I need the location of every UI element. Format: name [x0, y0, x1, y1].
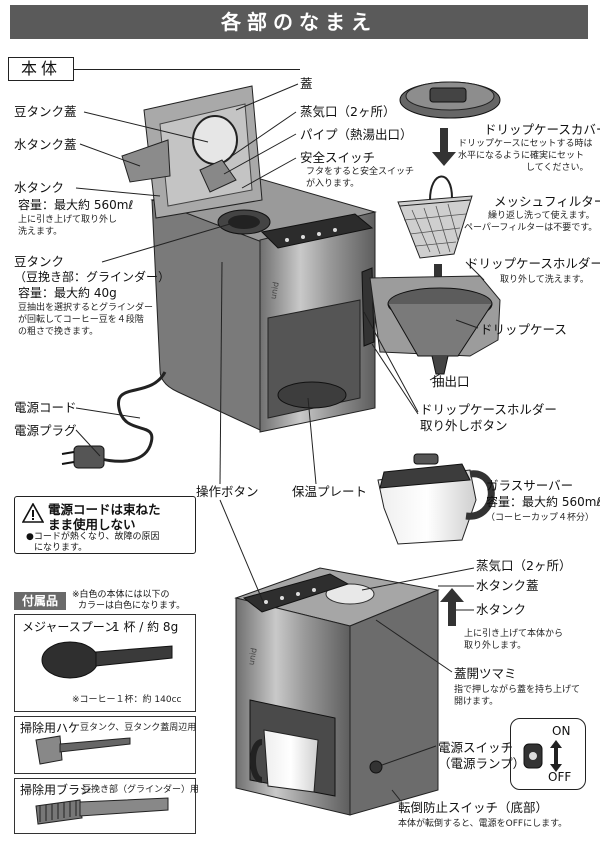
drip-cover-drawing [399, 81, 501, 119]
glass-server-drawing [377, 453, 495, 545]
label-power-plug: 電源プラグ [14, 423, 77, 438]
mesh-filter-note-2: ペーパーフィルターは不要です。 [464, 223, 598, 233]
switch-on-label: ON [552, 724, 571, 738]
warning-note-1: ●コードが熱くなり、故障の原因 [26, 532, 160, 542]
label-steam-outlet-2: 蒸気口（2ヶ所） [476, 558, 572, 573]
warning-title-1: 電源コードは束ねた [48, 502, 161, 517]
safety-switch-note-2: が入ります。 [306, 179, 360, 189]
label-water-tank-lid-2: 水タンク蓋 [476, 578, 539, 593]
bean-tank-note-1: 豆抽出を選択するとグラインダー [18, 303, 154, 313]
water-tank-note-1: 上に引き上げて取り外し [18, 215, 118, 225]
label-bean-tank-lid: 豆タンク蓋 [14, 104, 77, 119]
brush-drawing [35, 735, 131, 765]
glass-server-cups: （コーヒーカップ４杯分） [486, 513, 595, 523]
tip-switch-note: 本体が転倒すると、電源をOFFにします。 [398, 819, 568, 829]
spoon-drawing [41, 641, 173, 679]
label-spout: 抽出口 [432, 374, 470, 389]
water-tank-capacity: 容量：最大約 560mℓ [18, 198, 134, 212]
drip-cover-note-2: 水平になるように確実にセット [458, 151, 585, 161]
drip-holder-drawing [369, 275, 501, 375]
label-tip-switch: 転倒防止スイッチ（底部） [398, 800, 549, 815]
switch-off-label: OFF [548, 770, 572, 784]
lift-note-1: 上に引き上げて本体から [464, 629, 564, 639]
label-drip-holder: ドリップケースホルダー [466, 256, 600, 271]
label-lid-knob: 蓋開ツマミ [454, 666, 517, 681]
accessories-title: 付属品 [14, 592, 66, 610]
lift-note-2: 取り外します。 [464, 641, 527, 651]
bean-tank-note-3: の粗さで挽きます。 [18, 327, 99, 337]
accessories-note-2: カラーは白色になります。 [78, 601, 186, 611]
rocker-switch-icon [523, 740, 562, 772]
drip-holder-note: 取り外して洗えます。 [500, 275, 589, 285]
brush1-name: 掃除用ハケ [20, 721, 81, 735]
warning-box [14, 496, 196, 554]
label-drip-case: ドリップケース [480, 322, 567, 337]
bean-tank-sub: （豆挽き部：グラインダー） [14, 270, 171, 284]
page-title: 各部のなまえ [10, 5, 588, 39]
label-safety-switch: 安全スイッチ [300, 150, 376, 165]
label-warming-plate: 保温プレート [292, 484, 368, 499]
brush2-use: 豆挽き部（グラインダー）用 [82, 785, 200, 795]
label-glass-server: ガラスサーバー [486, 478, 574, 493]
coffee-maker-main [121, 85, 377, 433]
label-holder-release-1: ドリップケースホルダー [420, 402, 557, 417]
label-mesh-filter: メッシュフィルター [494, 194, 600, 209]
label-power-cord: 電源コード [14, 400, 77, 415]
power-cord-drawing [61, 371, 167, 469]
on-off-switch-panel [510, 718, 586, 790]
label-power-lamp: （電源ランプ） [438, 756, 526, 771]
lid-knob-note-2: 開けます。 [454, 697, 499, 707]
label-holder-release-2: 取り外しボタン [420, 418, 508, 433]
glass-server-capacity: 容量：最大約 560mℓ [486, 495, 600, 509]
label-water-tank-2: 水タンク [476, 602, 527, 617]
label-power-switch: 電源スイッチ [438, 740, 514, 755]
arrow-down-icon [432, 128, 456, 166]
drip-cover-note-1: ドリップケースにセットする時は [458, 139, 593, 149]
label-drip-cover: ドリップケースカバー [484, 122, 600, 137]
label-pipe: パイプ（熱湯出口） [300, 127, 413, 142]
spoon-amount: 1 杯 / 約 8g [112, 620, 179, 634]
warning-note-2: になります。 [34, 543, 88, 553]
mesh-filter-drawing [397, 175, 473, 259]
bean-tank-note-2: が回転してコーヒー豆を４段階 [18, 315, 144, 325]
safety-switch-note-1: フタをすると安全スイッチ [306, 167, 415, 177]
warning-icon [22, 503, 44, 523]
cleaning-brush-drawing [35, 797, 169, 825]
label-bean-tank: 豆タンク [14, 254, 65, 269]
warning-title-2: まま使用しない [48, 517, 136, 532]
drip-cover-note-3: してください。 [526, 163, 589, 173]
label-water-tank: 水タンク [14, 180, 65, 195]
arrow-up-icon [440, 588, 464, 626]
mesh-filter-note-1: 繰り返し洗って使えます。 [488, 211, 595, 221]
coffee-maker-front [234, 567, 440, 816]
label-steam-outlet: 蒸気口（2ヶ所） [300, 104, 396, 119]
label-water-tank-lid: 水タンク蓋 [14, 137, 77, 152]
lid-knob-note-1: 指で押しながら蓋を持ち上げて [454, 685, 581, 695]
brush1-use: 豆タンク、豆タンク蓋周辺用 [80, 723, 197, 733]
bean-tank-capacity: 容量：最大約 40g [18, 286, 117, 300]
section-body-heading: 本体 [8, 57, 74, 81]
section-divider [74, 69, 300, 70]
spoon-note: ※コーヒー１杯：約 140cc [72, 695, 182, 705]
label-operation-button: 操作ボタン [196, 484, 259, 499]
spoon-name: メジャースプーン [22, 620, 117, 634]
leader-lines [75, 83, 485, 801]
water-tank-note-2: 洗えます。 [18, 227, 63, 237]
accessories-note-1: ※白色の本体には以下の [72, 590, 170, 600]
label-lid: 蓋 [300, 76, 313, 91]
brush2-name: 掃除用ブラシ [20, 783, 92, 797]
